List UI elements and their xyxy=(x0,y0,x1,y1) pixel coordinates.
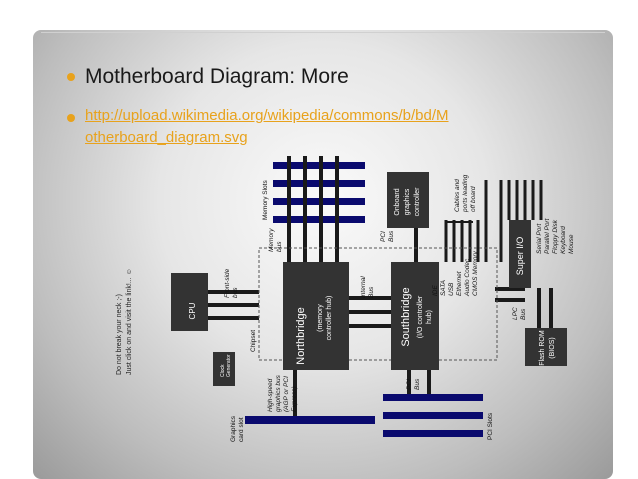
internal-bus-2: Bus xyxy=(368,286,375,298)
cables-label-3: off board xyxy=(470,186,477,212)
io-list-4: Audio Codec xyxy=(464,258,471,297)
super-io-block xyxy=(509,220,531,288)
bus-labels: Front-side bus Memory bus Internal Bus P… xyxy=(224,174,575,412)
super-io-list-4: Mouse xyxy=(568,234,575,254)
io-list-2: USB xyxy=(448,282,455,296)
super-io-list-1: Parallel Port xyxy=(544,217,551,254)
slide-title: Motherboard Diagram: More xyxy=(85,65,349,88)
northbridge-label: Northbridge xyxy=(295,307,307,364)
part-labels: Memory Slots Chipset Graphics card slot … xyxy=(230,180,494,442)
super-io-list-0: Serial Port xyxy=(536,222,543,254)
clock-label-1: Clock xyxy=(220,364,226,377)
slide-background: Motherboard Diagram: More http://upload.… xyxy=(33,30,613,479)
internal-bus-1: Internal xyxy=(360,276,367,298)
bullet-title xyxy=(67,73,75,81)
hs-bus-2: graphics bus xyxy=(275,374,282,412)
front-side-bus-2: bus xyxy=(232,287,239,298)
cpu-label: CPU xyxy=(188,302,197,319)
slide-top-line xyxy=(41,32,605,33)
io-list-3: Ethernet xyxy=(456,270,463,296)
front-side-bus-1: Front-side xyxy=(224,268,231,298)
onboard-label-3: controller xyxy=(414,187,421,216)
io-list-5: CMOS Memory xyxy=(472,250,479,296)
cpu-block xyxy=(171,273,208,331)
cables-label-2: ports leading xyxy=(462,174,469,213)
southbridge-label: Southbridge xyxy=(400,287,412,346)
chipset-label: Chipset xyxy=(250,330,257,352)
clock-generator-block xyxy=(213,352,235,386)
side-note-line-2: Just click on and visit the link!... ☺ xyxy=(126,268,133,375)
onboard-graphics-block xyxy=(387,172,429,228)
clock-label-2: Generator xyxy=(226,354,232,377)
flash-rom-label-2: (BIOS) xyxy=(549,337,556,358)
onboard-label-2: graphics xyxy=(404,188,411,215)
pci-bus-bottom-1: PCI xyxy=(406,379,413,390)
pci-slots-label: PCI Slots xyxy=(487,412,494,440)
super-io-list-3: Keyboard xyxy=(560,226,567,254)
port-cables xyxy=(444,180,543,262)
northbridge-sub-1: (memory xyxy=(317,304,324,332)
bullet-link xyxy=(67,114,75,122)
southbridge-sub-1: (I/O controller xyxy=(417,295,424,338)
pci-bus-top-1: PCI xyxy=(380,231,387,242)
io-list-0: IDE xyxy=(432,285,439,297)
io-list-1: SATA xyxy=(440,280,447,296)
hs-bus-4: Express) xyxy=(291,386,298,412)
flash-rom-block xyxy=(525,328,567,366)
pci-slots xyxy=(383,394,483,437)
northbridge-block xyxy=(283,262,349,370)
source-link-line-1[interactable]: http://upload.wikimedia.org/wikipedia/co… xyxy=(85,107,449,124)
graphics-slot-label-2: card slot xyxy=(238,417,245,442)
side-note: Do not break your neck ;-) Just click on… xyxy=(116,268,133,375)
block-labels: CPU Clock Generator Northbridge (memory … xyxy=(188,187,556,377)
memory-bus-1: Memory xyxy=(268,228,275,252)
super-io-list-2: Floppy Disk xyxy=(552,219,559,254)
cables-label-1: Cables and xyxy=(454,179,461,212)
graphics-card-slot xyxy=(245,416,375,424)
lpc-bus-1: LPC xyxy=(512,307,519,320)
memory-bus-2: bus xyxy=(276,241,283,252)
lpc-bus-2: Bus xyxy=(520,308,527,320)
southbridge-block xyxy=(391,262,439,370)
super-io-label: Super I/O xyxy=(515,237,525,276)
source-link-line-2[interactable]: otherboard_diagram.svg xyxy=(85,129,248,146)
southbridge-sub-2: hub) xyxy=(426,310,433,324)
onboard-label-1: Onboard xyxy=(394,188,401,215)
pci-bus-bottom-2: Bus xyxy=(414,378,421,390)
pci-bus-top-2: Bus xyxy=(388,230,395,242)
hs-bus-3: (AGP or PCI xyxy=(283,376,290,412)
side-note-line-1: Do not break your neck ;-) xyxy=(116,294,123,375)
hs-bus-1: High-speed xyxy=(267,378,274,412)
graphics-slot-label-1: Graphics xyxy=(230,415,237,442)
memory-slots-label: Memory Slots xyxy=(262,180,269,220)
northbridge-sub-2: controller hub) xyxy=(326,296,333,341)
motherboard-diagram: Do not break your neck ;-) Just click on… xyxy=(116,156,575,442)
flash-rom-label-1: Flash ROM xyxy=(539,330,546,366)
